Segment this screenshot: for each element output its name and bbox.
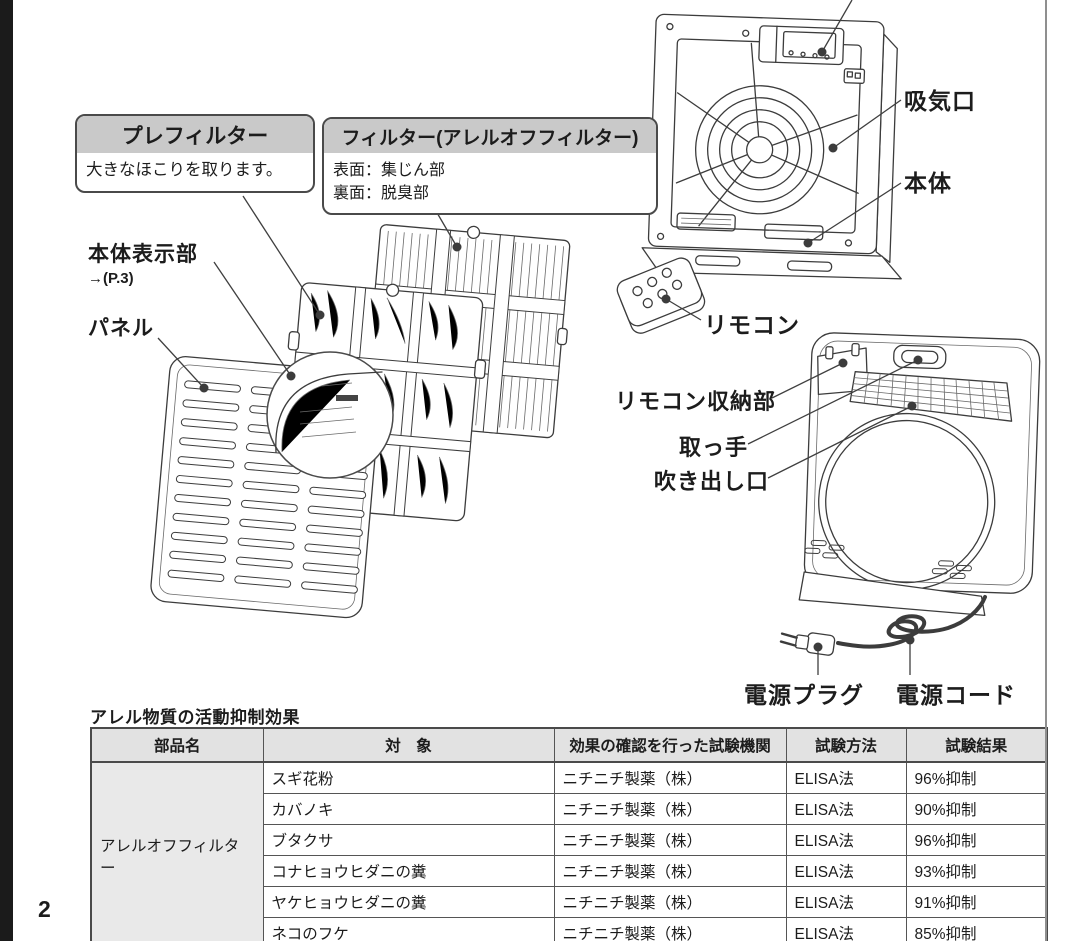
air-outlet-label: 吹き出し口 <box>654 469 770 494</box>
result-cell: 96%抑制 <box>905 761 1048 794</box>
fan-grille <box>675 42 859 227</box>
organization-cell: ニチニチ製薬（株） <box>553 917 787 941</box>
result-cell: 96%抑制 <box>905 824 1048 856</box>
header-method: 試験方法 <box>785 727 907 763</box>
main-body-label: 本体 <box>904 170 952 196</box>
target-cell: コナヒョウヒダニの糞 <box>262 855 555 887</box>
prefilter-callout: プレフィルター 大きなほこりを取ります。 <box>75 114 315 193</box>
filter-front-line: 表面：集じん部 <box>333 162 446 179</box>
organization-cell: ニチニチ製薬（株） <box>553 761 787 794</box>
organization-cell: ニチニチ製薬（株） <box>553 793 787 825</box>
panel-label: パネル <box>88 317 154 340</box>
header-result: 試験結果 <box>905 727 1048 763</box>
method-cell: ELISA法 <box>785 761 907 794</box>
remote-label: リモコン <box>704 312 800 338</box>
organization-cell: ニチニチ製薬（株） <box>553 824 787 856</box>
method-cell: ELISA法 <box>785 824 907 856</box>
front-view-unit-illustration <box>798 332 1041 617</box>
table-header-row: 部品名 対 象 効果の確認を行った試験機関 試験方法 試験結果 <box>90 727 1048 763</box>
header-part-name: 部品名 <box>90 727 264 763</box>
table-title: アレル物質の活動抑制効果 <box>90 708 300 727</box>
page-edge-strip <box>0 0 13 941</box>
allergen-filter-callout-title: フィルター(アレルオフフィルター) <box>324 119 656 153</box>
base-stand <box>641 247 902 280</box>
target-cell: ブタクサ <box>262 824 555 856</box>
power-plug-label: 電源プラグ <box>744 682 864 708</box>
result-cell: 91%抑制 <box>905 886 1048 918</box>
method-cell: ELISA法 <box>785 917 907 941</box>
page-number: 2 <box>38 896 51 922</box>
method-cell: ELISA法 <box>785 855 907 887</box>
page-edge-line <box>1045 0 1047 941</box>
method-cell: ELISA法 <box>785 793 907 825</box>
remote-storage-label: リモコン収納部 <box>615 389 777 414</box>
table-row: カバノキ ニチニチ製薬（株） ELISA法 90%抑制 <box>91 793 1048 825</box>
part-name-cell: アレルオフフィルター <box>90 761 264 941</box>
display-indicator-window <box>336 395 358 401</box>
display-unit-page-ref: →(P.3) <box>88 270 134 287</box>
prefilter-callout-desc: 大きなほこりを取ります。 <box>86 161 283 179</box>
organization-cell: ニチニチ製薬（株） <box>553 886 787 918</box>
air-intake-label: 吸気口 <box>904 88 976 114</box>
header-target: 対 象 <box>262 727 555 763</box>
handle-label: 取っ手 <box>679 435 749 460</box>
target-cell: カバノキ <box>262 793 555 825</box>
result-cell: 93%抑制 <box>905 855 1048 887</box>
prefilter-callout-title: プレフィルター <box>77 116 313 153</box>
front-base-stand <box>798 571 986 617</box>
table-row: ネコのフケ ニチニチ製薬（株） ELISA法 85%抑制 <box>91 917 1048 941</box>
power-plug-illustration <box>779 632 836 656</box>
result-cell: 90%抑制 <box>905 793 1048 825</box>
suppression-table: 部品名 対 象 効果の確認を行った試験機関 試験方法 試験結果 アレルオフフィル… <box>90 727 1048 941</box>
result-cell: 85%抑制 <box>905 917 1048 941</box>
organization-cell: ニチニチ製薬（株） <box>553 855 787 887</box>
power-cord-illustration <box>836 595 987 649</box>
target-cell: ネコのフケ <box>262 917 555 941</box>
display-unit-label: 本体表示部 →(P.3) <box>88 243 198 287</box>
allergen-filter-callout: フィルター(アレルオフフィルター) 表面：集じん部 裏面：脱臭部 <box>322 117 658 216</box>
outlet-grille <box>849 371 1013 422</box>
back-view-unit-illustration <box>641 13 902 280</box>
leader-lines <box>157 0 923 675</box>
target-cell: スギ花粉 <box>262 761 555 794</box>
table-row: コナヒョウヒダニの糞 ニチニチ製薬（株） ELISA法 93%抑制 <box>91 855 1048 887</box>
target-cell: ヤケヒョウヒダニの糞 <box>262 886 555 918</box>
allergen-filter-callout-desc: 表面：集じん部 裏面：脱臭部 <box>324 153 656 213</box>
magnifier-circle <box>266 351 394 479</box>
table-row: アレルオフフィルター スギ花粉 ニチニチ製薬（株） ELISA法 96%抑制 <box>90 761 1048 941</box>
method-cell: ELISA法 <box>785 886 907 918</box>
header-organization: 効果の確認を行った試験機関 <box>553 727 787 763</box>
power-cord-label: 電源コード <box>896 682 1016 708</box>
table-row: ヤケヒョウヒダニの糞 ニチニチ製薬（株） ELISA法 91%抑制 <box>91 886 1048 918</box>
filter-back-line: 裏面：脱臭部 <box>333 185 430 203</box>
